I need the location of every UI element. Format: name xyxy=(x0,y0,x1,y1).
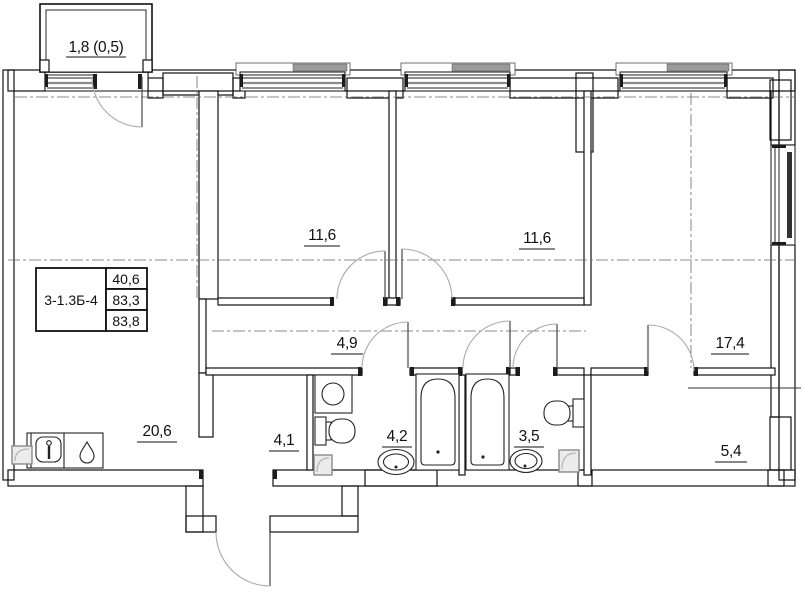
pier-stipple xyxy=(726,77,774,99)
room-label-kitchen-living: 20,6 xyxy=(143,423,172,440)
room-labels: 1,8 (0,5) 11,6 11,6 17,4 20,6 4,9 4,1 4,… xyxy=(66,39,749,463)
washing-machine-icon xyxy=(314,374,353,414)
toilet-icon xyxy=(543,398,585,428)
room-label-bedroom-1: 11,6 xyxy=(308,227,336,244)
exterior-walls xyxy=(2,69,796,533)
unit-code: 3-1.3Б-4 xyxy=(44,292,98,308)
window-bedroom-1 xyxy=(239,71,346,92)
room-label-balcony: 1,8 (0,5) xyxy=(68,39,123,56)
unit-area-2: 83,3 xyxy=(112,292,139,308)
room-label-bathroom-1: 4,2 xyxy=(387,428,408,445)
room-label-storage: 5,4 xyxy=(721,443,742,460)
bathtub-icon xyxy=(415,373,460,471)
door-bathroom-1 xyxy=(361,321,409,369)
kitchen-sink-icon xyxy=(35,436,62,463)
vent-shaft xyxy=(11,445,33,465)
window-balcony xyxy=(44,71,149,92)
room-label-bedroom-2: 11,6 xyxy=(523,230,551,247)
pier-stipple xyxy=(147,77,164,99)
balcony xyxy=(39,3,153,73)
door-hall-right xyxy=(512,323,558,369)
pier-loadbearing xyxy=(162,72,234,96)
vent-shaft xyxy=(313,454,333,476)
wall-left xyxy=(2,69,15,481)
pier-loadbearing xyxy=(769,79,792,141)
room-label-corridor: 4,1 xyxy=(274,432,295,449)
window-bedroom-2 xyxy=(404,71,511,92)
bathtub-icon xyxy=(465,373,510,471)
door-storage xyxy=(647,324,695,372)
drop-icon xyxy=(79,440,95,464)
door-entrance xyxy=(215,531,271,587)
unit-area-3: 83,8 xyxy=(112,313,139,329)
vent-shaft xyxy=(558,449,580,473)
unit-area-1: 40,6 xyxy=(112,271,139,287)
sink-icon xyxy=(377,448,415,476)
info-table: 3-1.3Б-4 40,6 83,3 83,8 xyxy=(35,267,148,332)
pier-stipple xyxy=(346,77,404,99)
fixtures xyxy=(11,373,801,476)
wall-bottom xyxy=(272,469,796,487)
room-label-living-room: 17,4 xyxy=(716,335,746,352)
door-bedroom-2 xyxy=(401,248,453,300)
room-label-bathroom-2: 3,5 xyxy=(519,428,540,445)
toilet-icon xyxy=(314,416,356,446)
wall-bottom xyxy=(7,469,204,487)
windows xyxy=(44,62,796,246)
room-label-hall: 4,9 xyxy=(337,335,358,352)
window-right xyxy=(770,144,796,246)
kitchen-counter xyxy=(26,432,104,469)
window-living-room xyxy=(619,71,728,92)
pier-loadbearing xyxy=(767,469,785,487)
door-bedroom-1 xyxy=(336,250,386,300)
door-bathroom-2 xyxy=(462,320,511,369)
vestibule-walls xyxy=(185,485,359,533)
sink-icon xyxy=(509,448,543,474)
doors xyxy=(91,76,695,587)
pier-stipple xyxy=(509,77,619,99)
door-balcony xyxy=(91,76,143,128)
pier-loadbearing xyxy=(769,416,792,471)
